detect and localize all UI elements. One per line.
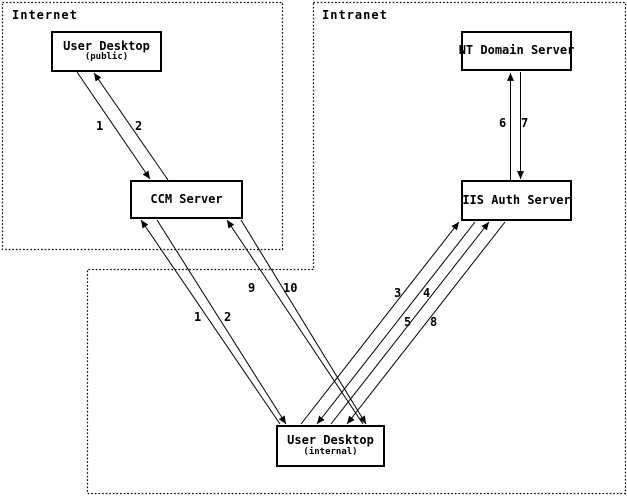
edge-label-7: 7 xyxy=(521,116,529,130)
edge-label-5: 5 xyxy=(404,315,412,329)
edge-label-4: 4 xyxy=(423,286,431,300)
node-subtitle: (internal) xyxy=(303,446,358,457)
edge-label-2-public: 2 xyxy=(135,119,143,133)
arrow-4-iis-to-internal xyxy=(316,221,476,425)
arrow-2-ccm-to-public xyxy=(93,72,169,181)
edge-label-9: 9 xyxy=(248,281,256,295)
edge-label-8: 8 xyxy=(430,315,438,329)
arrow-1-public-to-ccm xyxy=(76,71,151,180)
arrow-9-internal-to-ccm xyxy=(226,219,364,425)
node-title: NT Domain Server xyxy=(458,43,575,58)
edge-label-1-internal: 1 xyxy=(194,310,202,324)
node-title: CCM Server xyxy=(150,191,223,206)
zone-label-intranet: Intranet xyxy=(322,8,388,22)
node-title: IIS Auth Server xyxy=(462,192,571,207)
arrow-8-iis-to-internal xyxy=(346,221,506,425)
node-title: User Desktop xyxy=(287,433,374,448)
arrow-3-internal-to-iis xyxy=(300,221,460,425)
arrow-10-ccm-to-internal xyxy=(240,219,367,425)
node-nt-domain-server: NT Domain Server xyxy=(458,31,575,71)
node-ccm-server: CCM Server xyxy=(130,180,243,219)
zone-label-internet: Internet xyxy=(12,8,78,22)
node-iis-auth-server: IIS Auth Server xyxy=(461,180,572,221)
node-title: User Desktop xyxy=(63,38,150,53)
edge-label-1-public: 1 xyxy=(96,119,104,133)
node-subtitle: (public) xyxy=(84,52,129,63)
node-user-desktop-public: User Desktop (public) xyxy=(51,31,162,72)
arrow-1-internal-to-ccm xyxy=(140,219,281,425)
arrow-2-ccm-to-internal xyxy=(156,219,287,425)
edge-label-2-internal: 2 xyxy=(224,310,232,324)
edge-label-3: 3 xyxy=(394,286,402,300)
node-user-desktop-internal: User Desktop (internal) xyxy=(276,425,385,467)
arrow-5-internal-to-iis xyxy=(330,221,490,425)
intranet-zone-border xyxy=(86,1,627,495)
internet-zone-border xyxy=(1,1,284,251)
edge-label-6: 6 xyxy=(499,116,507,130)
edge-label-10: 10 xyxy=(283,281,298,295)
